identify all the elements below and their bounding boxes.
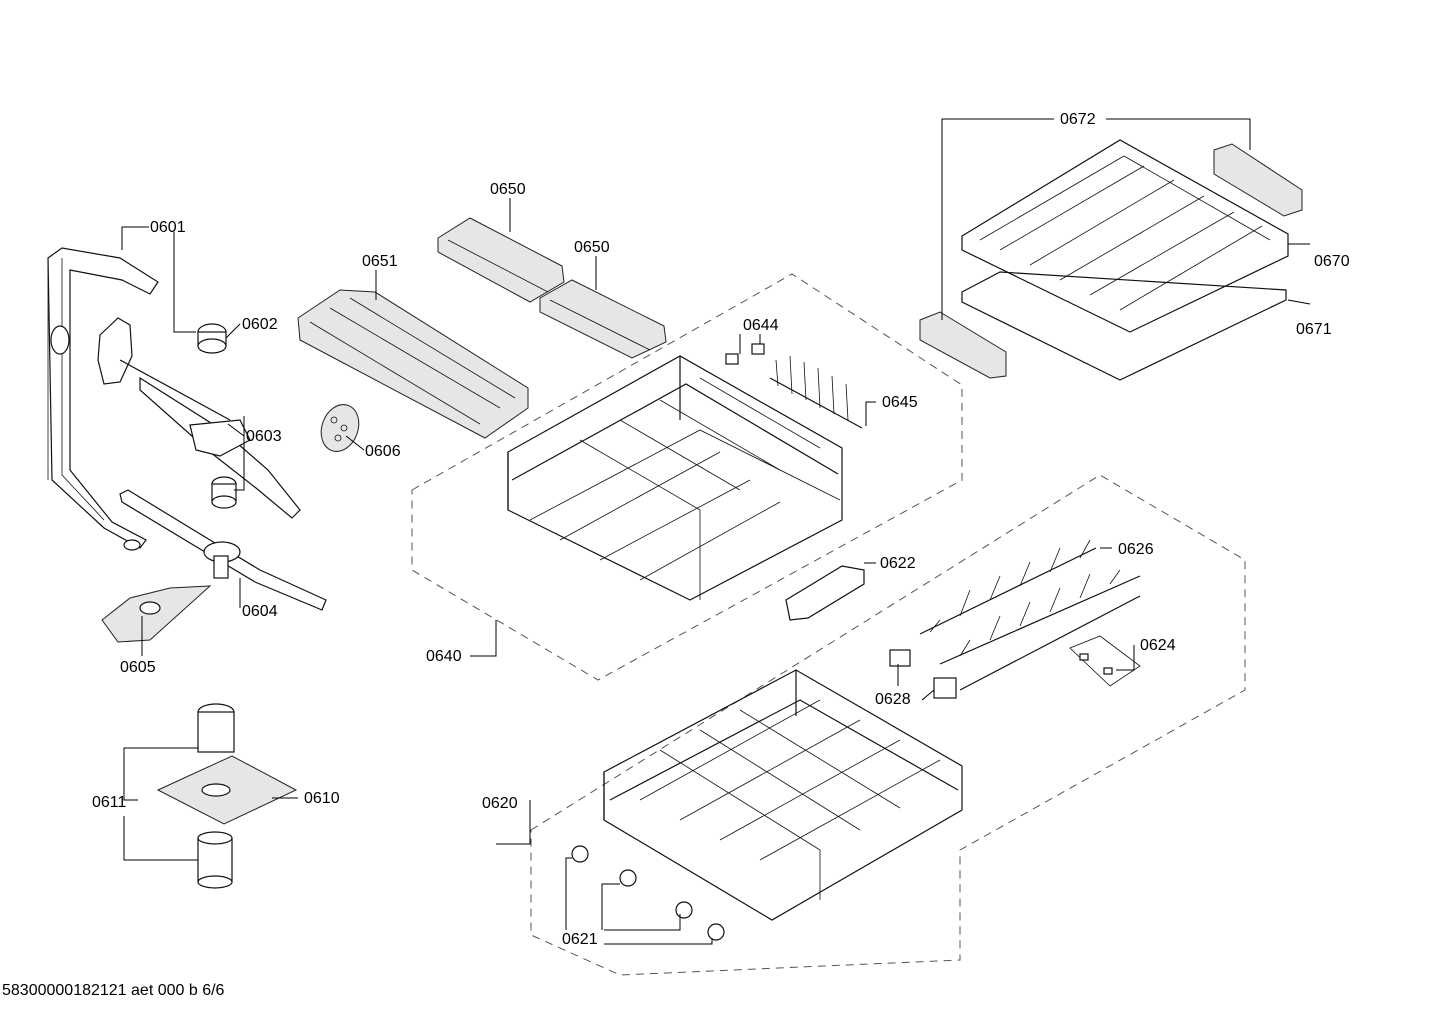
label-0670: 0670	[1314, 253, 1350, 270]
label-0672: 0672	[1060, 111, 1096, 128]
label-0601: 0601	[150, 219, 186, 236]
label-0604: 0604	[242, 603, 278, 620]
label-0650-b: 0650	[574, 239, 610, 256]
label-0650-a: 0650	[490, 181, 526, 198]
third-rack-tray-part	[961, 139, 1289, 333]
filter-assembly-part	[156, 703, 298, 889]
rail-right-part	[1213, 143, 1303, 217]
label-0671: 0671	[1296, 321, 1332, 338]
leader-lines	[121, 118, 1311, 945]
label-0640: 0640	[426, 648, 462, 665]
fastener-0624-part	[1069, 635, 1141, 687]
lower-spray-arm-part	[119, 489, 327, 611]
coupling-part	[197, 323, 227, 354]
label-0620: 0620	[482, 795, 518, 812]
label-0603: 0603	[246, 428, 282, 445]
label-0651: 0651	[362, 253, 398, 270]
label-0628: 0628	[875, 691, 911, 708]
rack-insert-b-part	[539, 279, 667, 359]
holder-0628-part	[889, 649, 957, 699]
cutlery-tray-part	[297, 289, 529, 439]
label-0621: 0621	[562, 931, 598, 948]
label-0622: 0622	[880, 555, 916, 572]
tine-row-0645-part	[769, 355, 863, 429]
supply-pipe-part	[47, 247, 159, 551]
wheels-part	[571, 845, 725, 941]
label-0605: 0605	[120, 659, 156, 676]
label-0626: 0626	[1118, 541, 1154, 558]
clip-0644-part	[725, 343, 765, 365]
label-0606: 0606	[365, 443, 401, 460]
hub-part	[211, 476, 237, 509]
handle-part	[785, 565, 865, 621]
label-0624: 0624	[1140, 637, 1176, 654]
upper-basket-part	[507, 355, 843, 601]
lower-basket-group-outline	[530, 474, 1246, 976]
upper-basket-group-outline	[411, 273, 963, 681]
label-0602: 0602	[242, 316, 278, 333]
rack-insert-a-part	[437, 217, 565, 303]
document-id-footer: 58300000182121 aet 000 b 6/6	[2, 982, 225, 999]
label-0645: 0645	[882, 394, 918, 411]
grid-disc-part	[320, 404, 360, 452]
label-0611: 0611	[92, 794, 127, 811]
third-rack-frame-part	[961, 271, 1287, 381]
lower-basket-part	[603, 669, 963, 921]
label-0610: 0610	[304, 790, 340, 807]
label-0644: 0644	[743, 317, 779, 334]
tine-row-0626-part	[919, 539, 1141, 691]
filter-plate-part	[101, 585, 212, 643]
rail-left-part	[919, 311, 1007, 379]
